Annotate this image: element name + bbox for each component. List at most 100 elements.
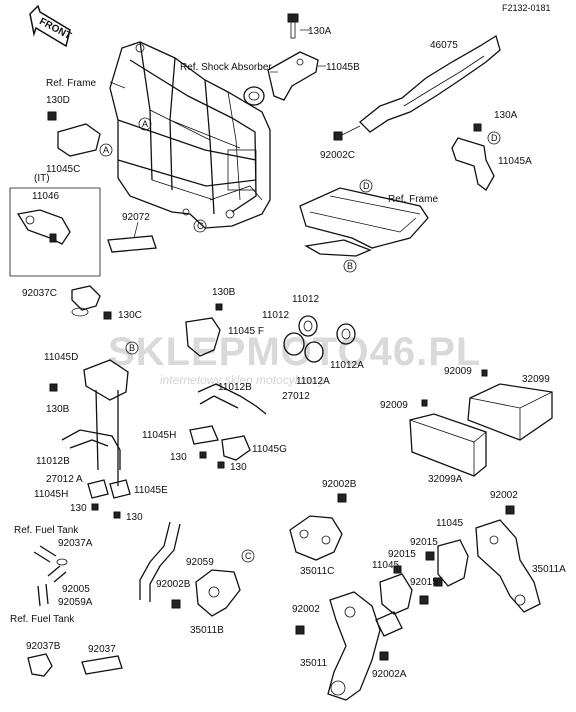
label-46075: 46075: [430, 40, 458, 51]
strap-92037: [81, 655, 123, 675]
bracket-11045-right: [425, 539, 469, 587]
label-11012-a: 11012: [262, 310, 290, 321]
label-11045c: 11045C: [46, 164, 80, 175]
label-92015-b: 92015: [388, 549, 416, 560]
callout-a-frame-icon: [138, 117, 152, 131]
label-11012a-b: 11012A: [330, 360, 364, 371]
harness-27012: [197, 383, 267, 415]
label-92002b-lower: 92002B: [156, 579, 191, 590]
frame-drawing: A C: [109, 41, 271, 233]
bolt-130c: [103, 311, 112, 320]
bolt-92002c: [333, 125, 361, 141]
bracket-11045h-mid: [189, 425, 219, 445]
label-27012-mid: 27012: [282, 391, 310, 402]
label-92002a: 92002A: [372, 669, 407, 680]
bolt-130a-top: [287, 13, 310, 39]
label-35011c: 35011C: [300, 566, 334, 577]
label-11045g: 11045G: [252, 444, 287, 455]
callout-d-frame: D: [363, 181, 370, 191]
label-11045d: 11045D: [44, 352, 78, 363]
label-92009-b: 92009: [380, 400, 408, 411]
label-11046: 11046: [32, 191, 60, 202]
diagram-code: F2132-0181: [502, 3, 551, 13]
label-ref-frame-top: Ref. Frame: [46, 78, 96, 89]
label-130c: 130C: [118, 310, 142, 321]
bracket-35011a: [475, 519, 541, 613]
grommets-11012: [283, 315, 356, 363]
callout-c-frame: C: [197, 221, 204, 231]
callout-b-frame: B: [347, 261, 353, 271]
bracket-11045a: D: [451, 123, 501, 191]
watermark-sub: internetowy sklep motocyklowy: [160, 373, 326, 387]
label-11045f: 11045 F: [228, 326, 264, 337]
bracket-35011: [327, 591, 403, 701]
bracket-11046-box: [9, 187, 101, 277]
bracket-11045g: [221, 435, 251, 461]
label-92005: 92005: [62, 584, 90, 595]
bracket-11045d: B: [49, 341, 139, 401]
callout-d-right: D: [491, 133, 498, 143]
strap-92072: [107, 221, 157, 253]
fuel-hoses: [33, 545, 68, 607]
label-92037a: 92037A: [58, 538, 93, 549]
label-ref-frame-mid: Ref. Frame: [388, 194, 438, 205]
label-11045h-mid: 11045H: [142, 430, 176, 441]
watermark: SKLEPMOTO46.PL internetowy sklep motocyk…: [108, 330, 481, 387]
label-92002c: 92002C: [320, 150, 355, 161]
label-92015-c: 92015: [410, 577, 438, 588]
harness-27012a: [61, 389, 121, 486]
label-92002-right: 92002: [490, 490, 518, 501]
callout-b-left: B: [129, 343, 135, 353]
label-11012b-mid: 11012B: [218, 382, 252, 393]
label-130a-top: 130A: [308, 26, 332, 37]
label-ref-fuel-tank-a: Ref. Fuel Tank: [14, 525, 79, 536]
front-arrow-icon: FRONT: [29, 4, 73, 48]
label-92002-mid: 92002: [292, 604, 320, 615]
label-11045-r2: 11045: [372, 560, 400, 571]
label-35011a: 35011A: [532, 564, 566, 575]
watermark-main: SKLEPMOTO46.PL: [108, 330, 481, 374]
bracket-11045b: [267, 51, 326, 101]
label-32099a: 32099A: [428, 474, 463, 485]
label-92059: 92059: [186, 557, 214, 568]
clip-92037b: [27, 653, 53, 677]
rear-frame-section: D B: [299, 179, 429, 273]
cover-32099: [467, 369, 553, 441]
label-130a-right: 130A: [494, 110, 518, 121]
bracket-11045c: A: [47, 111, 113, 157]
bracket-11045e: [87, 479, 131, 499]
bracket-35011c: [289, 493, 347, 561]
label-35011b: 35011B: [190, 625, 224, 636]
bracket-11045-lower: [379, 565, 429, 615]
callout-a-frame: A: [142, 119, 148, 129]
label-11012-b: 11012: [292, 294, 320, 305]
label-27012a: 27012 A: [46, 474, 83, 485]
label-92037b: 92037B: [26, 641, 61, 652]
cover-32099a: [409, 399, 487, 477]
label-92037: 92037: [88, 644, 116, 655]
label-11045-r: 11045: [436, 518, 464, 529]
label-92009-a: 92009: [444, 366, 472, 377]
label-92059a: 92059A: [58, 597, 93, 608]
label-130d: 130D: [46, 95, 70, 106]
label-35011: 35011: [300, 658, 328, 669]
label-11045h-left: 11045H: [34, 489, 68, 500]
label-92015-a: 92015: [410, 537, 438, 548]
rail-46075: [359, 34, 501, 133]
label-ref-shock-absorber: Ref. Shock Absorber: [180, 62, 272, 73]
label-130b-top: 130B: [212, 287, 236, 298]
label-32099: 32099: [522, 374, 550, 385]
shock-bushing: [243, 86, 265, 106]
label-130-mid-a: 130: [170, 452, 187, 463]
label-130b-left: 130B: [46, 404, 70, 415]
label-92037c: 92037C: [22, 288, 57, 299]
callout-c-lower: C: [245, 551, 252, 561]
label-11045e: 11045E: [134, 485, 168, 496]
label-92002b-top: 92002B: [322, 479, 357, 490]
label-92072: 92072: [122, 212, 150, 223]
label-11045a: 11045A: [498, 156, 532, 167]
bracket-11045f: [185, 303, 223, 357]
callout-a-left: A: [103, 145, 109, 155]
bracket-35011b: C: [171, 549, 255, 617]
